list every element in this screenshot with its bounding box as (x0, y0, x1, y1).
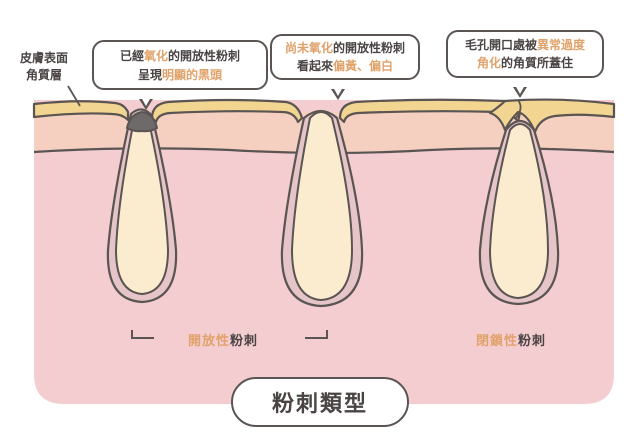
skin-surface-mid-right (338, 98, 522, 124)
diagram-title: 粉刺類型 (231, 377, 409, 427)
callout-blackhead: 已經氧化的開放性粉刺 呈現明顯的黑頭 (92, 40, 268, 110)
open-bracket-right (305, 330, 328, 339)
open-comedone-unoxidized (280, 109, 364, 308)
open-comedone-label-rest: 粉刺 (230, 334, 259, 349)
callout-closed-line1: 毛孔開口處被異常過度 (464, 38, 586, 52)
oxidized-tip (125, 110, 159, 133)
closed-comedone-label-highlight: 閉鎖性 (476, 334, 519, 349)
callout-unoxidized-line1: 尚未氧化的開放性粉刺 (284, 41, 406, 55)
callout-closed-line2: 角化的角質所蓋住 (476, 56, 574, 70)
closed-comedone-label: 閉鎖性粉刺 (476, 330, 546, 349)
callout-unoxidized-line2: 看起來偏黃、偏白 (296, 59, 394, 73)
closed-comedone (478, 119, 560, 306)
skin-surface-label: 皮膚表面 角質層 (20, 50, 68, 84)
skin-surface-label-line2: 角質層 (26, 68, 63, 82)
skin-surface-left (32, 100, 130, 122)
closed-comedone-label-rest: 粉刺 (518, 334, 547, 349)
skin-surface-pointer (67, 85, 81, 107)
callout-blackhead-line1: 已經氧化的開放性粉刺 (119, 49, 241, 63)
open-comedone-blackhead (106, 108, 178, 304)
open-bracket-left (131, 330, 154, 339)
skin-surface-label-line1: 皮膚表面 (20, 51, 69, 65)
callout-unoxidized: 尚未氧化的開放性粉刺 看起來偏黃、偏白 (270, 34, 420, 100)
open-comedone-label-highlight: 開放性 (188, 334, 231, 349)
skin-surface-mid-left (150, 98, 304, 124)
callout-closed: 毛孔開口處被異常過度 角化的角質所蓋住 (446, 30, 604, 98)
open-comedone-label: 開放性粉刺 (188, 330, 258, 349)
callout-blackhead-line2: 呈現明顯的黑頭 (137, 68, 223, 82)
